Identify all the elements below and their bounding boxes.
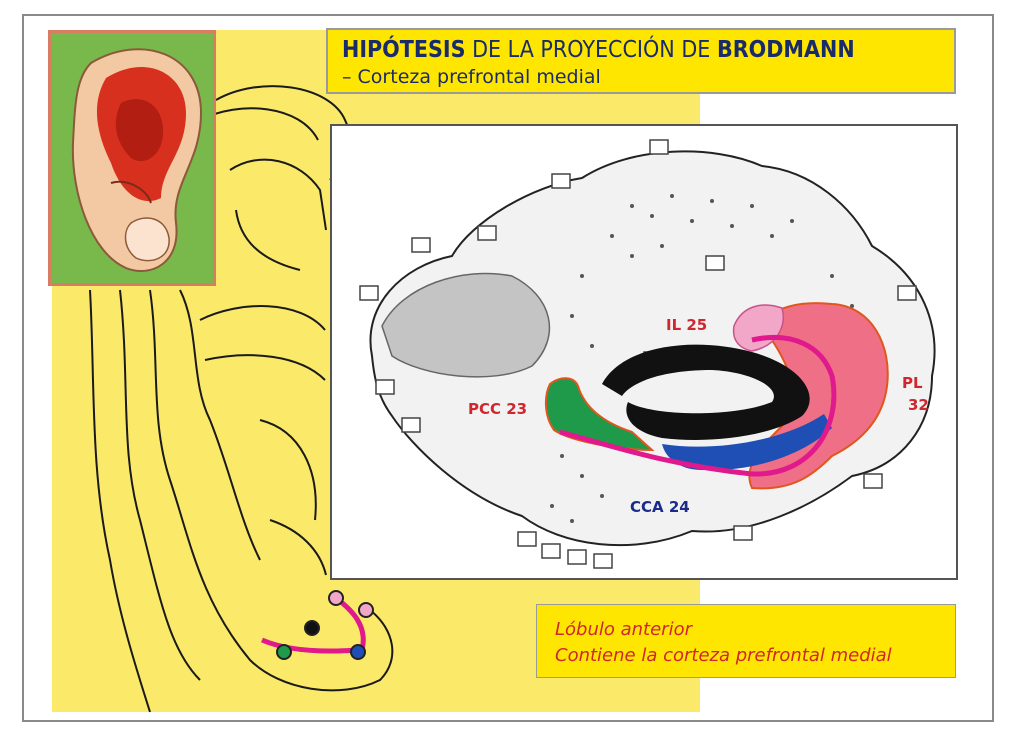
brain-diagram: IL 25 PL 32 PCC 23 CCA 24 <box>330 124 958 580</box>
info-line-2: Contiene la corteza prefrontal medial <box>555 643 937 669</box>
label-pl32-line1: PL <box>902 374 923 392</box>
page-subtitle: – Corteza prefrontal medial <box>342 64 940 90</box>
title-box: HIPÓTESIS DE LA PROYECCIÓN DE BRODMANN –… <box>326 28 956 94</box>
label-il25: IL 25 <box>666 316 707 334</box>
title-part2: DE LA PROYECCIÓN DE <box>466 37 717 63</box>
ear-illustration <box>51 33 213 283</box>
info-box: Lóbulo anterior Contiene la corteza pref… <box>536 604 956 678</box>
title-part1: HIPÓTESIS <box>342 37 466 63</box>
page-title: HIPÓTESIS DE LA PROYECCIÓN DE BRODMANN <box>342 36 940 64</box>
acupoint-line <box>262 591 373 659</box>
ear-photo <box>48 30 216 286</box>
info-line-1: Lóbulo anterior <box>555 617 937 643</box>
title-part3: BRODMANN <box>717 37 855 63</box>
label-cca24: CCA 24 <box>630 498 690 516</box>
label-pcc23: PCC 23 <box>468 400 527 418</box>
label-pl32-line2: 32 <box>908 396 929 414</box>
